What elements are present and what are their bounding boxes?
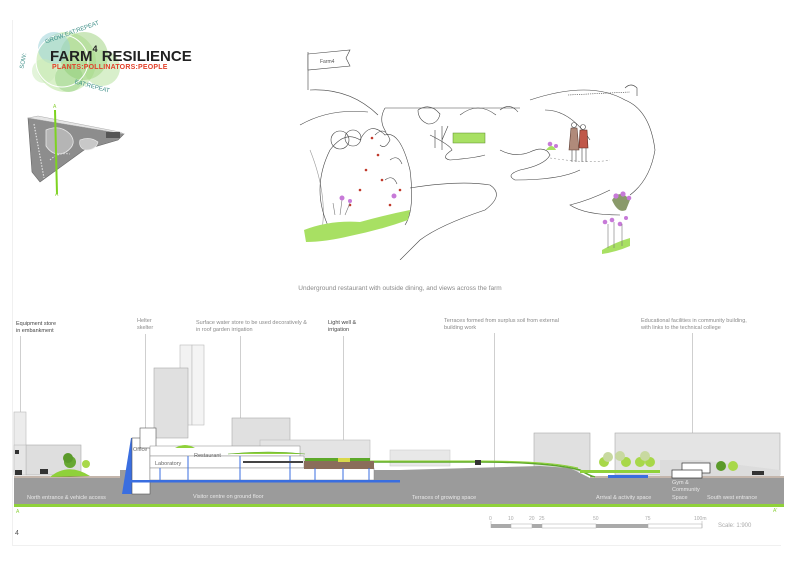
scale-bar: 0 10 20 25 50 75 100m [489, 516, 709, 536]
logo-splash-icon [32, 32, 120, 92]
leader-line [240, 336, 241, 448]
scale-tick: 75 [645, 516, 651, 522]
ground-label-visitor-centre: Visitor centre on ground floor [193, 494, 264, 500]
perspective-sketch: Farm4 [290, 40, 670, 261]
sketch-caption: Underground restaurant with outside dini… [298, 285, 502, 292]
ground-label-arrival: Arrival & activity space [596, 495, 652, 501]
annotation-line: Terraces formed from surplus soil from e… [444, 318, 559, 324]
annotation-line: Equipment store [16, 321, 57, 327]
leader-line [343, 336, 344, 456]
annotation-line: Light well & [328, 320, 357, 326]
scale-label: Scale: 1:900 [718, 523, 752, 529]
key-plan: A A [24, 104, 134, 198]
annotation-line: irrigation [328, 327, 350, 333]
page-number: 4 [15, 530, 19, 537]
section-marker-left: A [16, 509, 20, 515]
keyplan-marker-bottom: A [55, 192, 59, 198]
leader-line [20, 336, 21, 446]
annotation-line: in roof garden irrigation [196, 327, 253, 333]
annotation-line: Educational facilities in community buil… [641, 318, 747, 324]
annotation-line: skelter [137, 325, 154, 331]
scale-tick: 25 [539, 516, 545, 522]
ground-label-north-entrance: North entrance & vehicle access [27, 495, 106, 501]
site-section-drawing [13, 344, 784, 507]
scale-tick: 20 [529, 516, 535, 522]
scale-tick: 100m [694, 516, 707, 522]
leader-line [692, 333, 693, 463]
annotation-educational: Educational facilities in community buil… [641, 318, 747, 332]
farm4-resilience-logo: GROW:EAT:REPEAT SOW: EAT:REPEAT FARM4 RE… [14, 20, 192, 96]
logo-title: FARM4 RESILIENCE [50, 44, 192, 65]
logo-superscript: 4 [92, 44, 98, 54]
annotation-line: Helter [137, 318, 152, 324]
logo-subtitle: PLANTS:POLLINATORS:PEOPLE [52, 64, 168, 71]
scale-tick: 0 [489, 516, 492, 522]
logo-title-farm: FARM [50, 48, 93, 65]
annotation-light-well: Light well & irrigation [328, 320, 356, 334]
scale-tick: 50 [593, 516, 599, 522]
annotation-line: with links to the technical college [641, 325, 721, 331]
site-plan-icon [27, 109, 125, 195]
ground-label-gym-3: Space [672, 495, 688, 501]
room-label-restaurant: Restaurant [194, 453, 221, 459]
ground-label-south-west: South west entrance [707, 495, 758, 501]
scale-bar-graphic [490, 521, 703, 529]
annotation-line: in embankment [16, 328, 54, 334]
annotation-terraces-soil: Terraces formed from surplus soil from e… [444, 318, 559, 332]
annotation-helter-skelter: Helter skelter [137, 318, 153, 332]
sheet-border [12, 20, 781, 546]
garden-sketch-illustration: Farm4 [299, 49, 656, 261]
room-label-office: Office [133, 447, 148, 453]
leader-line [494, 333, 495, 468]
logo-title-resilience: RESILIENCE [101, 48, 192, 65]
annotation-equipment-store: Equipment store in embankment [16, 321, 56, 335]
leader-line [145, 334, 146, 434]
ground-label-terraces: Terraces of growing space [412, 495, 477, 501]
svg-text:Farm4: Farm4 [320, 59, 335, 65]
section-marker-right: A' [773, 508, 778, 514]
room-label-laboratory: Laboratory [155, 461, 182, 467]
ground-label-gym-1: Gym & [672, 480, 689, 486]
ground-label-gym-2: Community [672, 487, 700, 493]
annotation-surface-water: Surface water store to be used decorativ… [196, 320, 307, 334]
keyplan-marker-top: A [53, 104, 57, 110]
annotation-line: building work [444, 325, 477, 331]
annotation-line: Surface water store to be used decorativ… [196, 320, 307, 326]
scale-tick: 10 [508, 516, 514, 522]
